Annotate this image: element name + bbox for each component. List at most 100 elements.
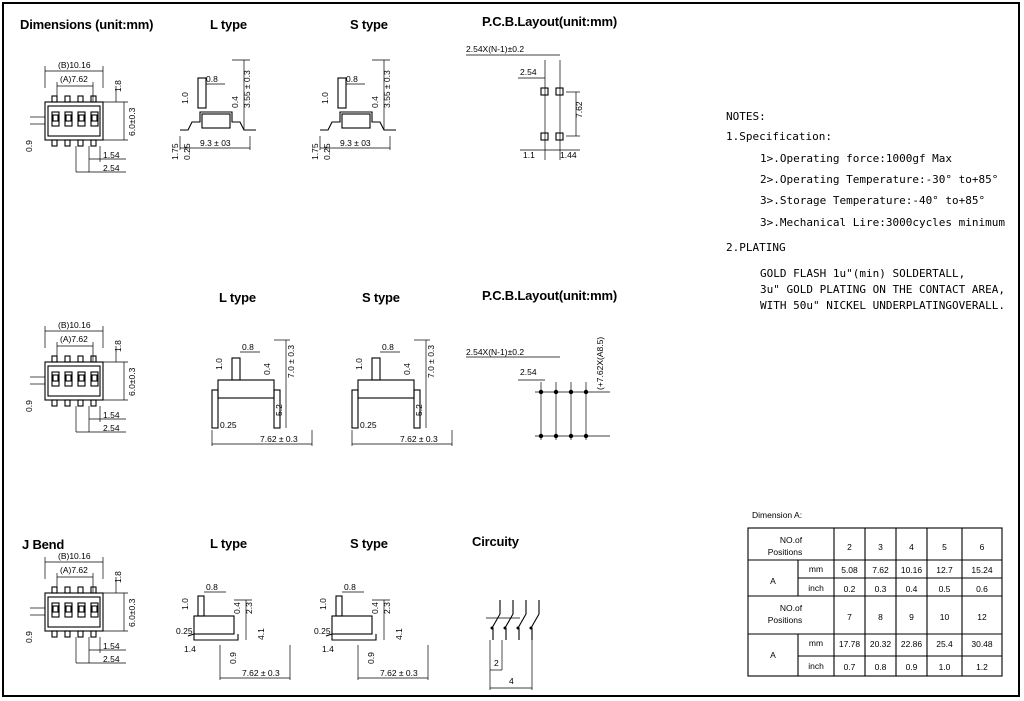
dimension-5-2-label: 5.2 xyxy=(414,404,424,416)
dimension-0-25-label: 0.25 xyxy=(314,626,331,636)
pin-leg xyxy=(351,389,359,429)
pin-leg xyxy=(413,389,421,429)
actuator-slot xyxy=(90,371,99,387)
pin xyxy=(64,630,71,638)
dimension-1-54-label: 1.54 xyxy=(103,410,120,420)
pin xyxy=(77,630,84,638)
table-positions-value: 7 xyxy=(847,612,852,622)
dimension-height-label: 6.0±0.3 xyxy=(127,598,137,627)
lever xyxy=(197,595,205,617)
pin xyxy=(64,586,71,594)
actuator-knob xyxy=(52,605,59,613)
table-unit-inch: inch xyxy=(808,661,824,671)
pin xyxy=(51,630,58,638)
notes-plating-line: GOLD FLASH 1u"(min) SOLDERTALL, xyxy=(760,267,966,280)
pcb-formula-label: 2.54X(N-1)±0.2 xyxy=(466,347,524,357)
pin xyxy=(64,355,71,363)
dimension-b-label: (B)10.16 xyxy=(58,60,91,70)
switch-side-body xyxy=(357,379,415,399)
dimension-0-4-label: 0.4 xyxy=(262,363,272,375)
dimension-0-25-label: 0.25 xyxy=(176,626,193,636)
dimension-0-25-label: 0.25 xyxy=(182,143,192,160)
pcb-pad xyxy=(540,87,549,96)
table-mm-value: 12.7 xyxy=(936,565,953,575)
switch-side-body xyxy=(180,111,256,131)
pin xyxy=(51,586,58,594)
dimension-0-9-label: 0.9 xyxy=(366,652,376,664)
table-positions-value: 6 xyxy=(980,542,985,552)
dimension-7-62-label: 7.62 ± 0.3 xyxy=(242,668,280,678)
switch-contact xyxy=(517,613,527,629)
heading-s-type-bottom: S type xyxy=(350,536,388,551)
dimension-1-75-label: 1.75 xyxy=(310,143,320,160)
dimension-1-0-label: 1.0 xyxy=(214,358,224,370)
dimension-1-8-label: 1.8 xyxy=(113,80,123,92)
pcb-pitch-label: 2.54 xyxy=(520,367,537,377)
notes-plating-line: WITH 50u" NICKEL UNDERPLATINGOVERALL. xyxy=(760,299,1006,312)
dimension-0-9-label: 0.9 xyxy=(228,652,238,664)
switch-side-block xyxy=(341,113,371,129)
table-mm-value: 5.08 xyxy=(841,565,858,575)
notes-plating-title: 2.PLATING xyxy=(726,241,786,254)
front-view-top: (B)10.16(A)7.626.0±0.31.80.91.542.54 xyxy=(24,60,137,173)
dimension-4-1-label: 4.1 xyxy=(256,628,266,640)
pin-leg xyxy=(273,389,281,429)
dimension-7-0-label: 7.0 ± 0.3 xyxy=(286,345,296,378)
table-mm-value: 30.48 xyxy=(971,639,993,649)
table-inch-value: 0.3 xyxy=(875,584,887,594)
table-positions-value: 12 xyxy=(977,612,987,622)
pcb-1-44-label: 1.44 xyxy=(560,150,577,160)
dimension-1-0-label: 1.0 xyxy=(180,598,190,610)
dimension-0-8-label: 0.8 xyxy=(344,582,356,592)
table-unit-inch: inch xyxy=(808,583,824,593)
dimension-1-54-label: 1.54 xyxy=(103,150,120,160)
actuator-slot xyxy=(64,371,73,387)
pin-leg xyxy=(211,389,219,429)
front-view-middle: (B)10.16(A)7.626.0±0.31.80.91.542.54 xyxy=(24,320,137,433)
dimension-b-label: (B)10.16 xyxy=(58,551,91,561)
pcb-formula-label: 2.54X(N-1)±0.2 xyxy=(466,44,524,54)
table-positions-value: 3 xyxy=(878,542,883,552)
switch-side-body xyxy=(217,379,275,399)
table-inch-value: 0.9 xyxy=(906,662,918,672)
actuator-knob xyxy=(91,374,98,382)
notes-plating-line: 3u" GOLD PLATING ON THE CONTACT AREA, xyxy=(760,283,1006,296)
actuator-knob xyxy=(65,605,72,613)
dimension-0-8-label: 0.8 xyxy=(346,74,358,84)
pin xyxy=(77,139,84,147)
table-border xyxy=(747,527,1003,677)
switch-side-body xyxy=(320,111,396,131)
dimension-1-0-label: 1.0 xyxy=(318,598,328,610)
notes-spec-item: 3>.Storage Temperature:-40° to+85° xyxy=(760,194,986,207)
heading-l-type-middle: L type xyxy=(219,290,256,305)
switch-inner-frame xyxy=(47,596,101,628)
actuator-knob xyxy=(78,605,85,613)
notes-spec-item: 3>.Mechanical Lire:3000cycles minimum xyxy=(760,216,1006,229)
lever xyxy=(337,77,347,109)
dimension-0-25-label: 0.25 xyxy=(322,143,332,160)
dimension-1-8-label: 1.8 xyxy=(113,571,123,583)
heading-l-type-bottom: L type xyxy=(210,536,247,551)
actuator-knob xyxy=(78,374,85,382)
pcb-pad xyxy=(555,132,564,141)
actuator-knob xyxy=(91,605,98,613)
heading-dimensions: Dimensions (unit:mm) xyxy=(20,17,154,32)
table-positions-value: 2 xyxy=(847,542,852,552)
switch-body xyxy=(44,101,104,141)
table-mm-value: 15.24 xyxy=(971,565,993,575)
heading-s-type-top: S type xyxy=(350,17,388,32)
table-mm-value: 25.4 xyxy=(936,639,953,649)
pcb-row-spacing-label: 7.62 xyxy=(574,101,584,118)
table-unit-mm: mm xyxy=(809,638,823,648)
dimension-2-3-label: 2.3 xyxy=(382,602,392,614)
actuator-slot xyxy=(64,111,73,127)
lever xyxy=(197,77,207,109)
switch-inner-frame xyxy=(47,105,101,137)
pcb-pitch-label: 2.54 xyxy=(520,67,537,77)
heading-pcb-layout-top: P.C.B.Layout(unit:mm) xyxy=(482,14,617,29)
